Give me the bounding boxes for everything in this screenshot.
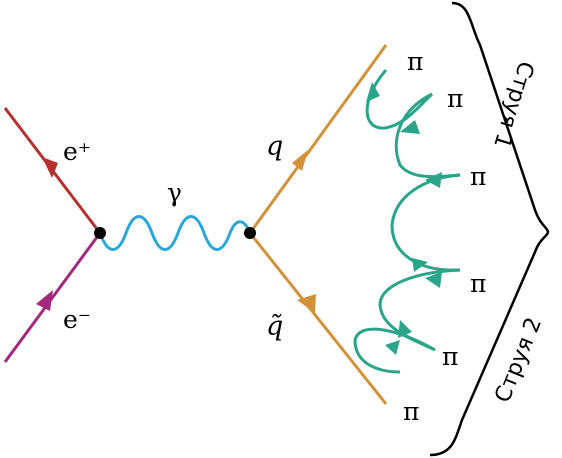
pion-label: π <box>470 162 486 191</box>
antiquark-line <box>248 232 388 405</box>
pion-arrow-icon <box>400 120 420 134</box>
quark-label: q <box>266 131 283 162</box>
antiquark-arrow-icon <box>297 294 316 313</box>
pion-curves <box>353 69 461 374</box>
pion-label: π <box>442 342 458 371</box>
pion-label: π <box>403 397 419 426</box>
positron-arrow-icon <box>42 157 58 178</box>
pion-label: π <box>470 269 486 298</box>
electron-label: e⁻ <box>63 305 91 334</box>
jet2-label: Струя 2 <box>490 314 547 406</box>
electron-arrow-icon <box>36 290 53 311</box>
jet1-label: Струя 1 <box>488 58 538 151</box>
vertex-left-icon <box>94 227 106 239</box>
pion-arrow-icon <box>385 340 400 355</box>
pion-label: π <box>407 47 423 76</box>
vertex-right-icon <box>244 227 256 239</box>
pion-arrow-icon <box>425 172 442 188</box>
quark-line <box>248 44 388 234</box>
antiquark-label: q̃ <box>266 311 283 342</box>
photon-label: γ <box>167 178 182 207</box>
pion-arrow-icon <box>412 258 428 272</box>
pion-arrow-icon <box>425 272 442 288</box>
pion-arrow-icon <box>398 320 412 338</box>
positron-label: e⁺ <box>63 137 91 166</box>
photon-line <box>98 215 252 251</box>
quark-arrow-icon <box>292 150 308 171</box>
jet-bracket <box>429 1 550 457</box>
pion-arrows <box>366 82 442 355</box>
pion-label: π <box>447 84 463 113</box>
pion-arrow-icon <box>366 82 380 102</box>
electron-line <box>3 232 102 363</box>
